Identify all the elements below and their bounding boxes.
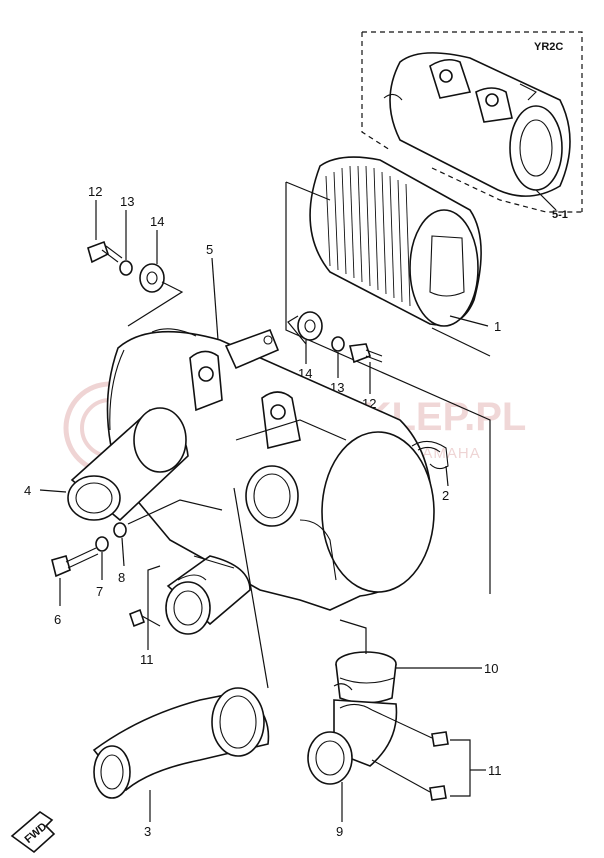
callout-7: 7 — [96, 584, 103, 599]
washer-13-left — [119, 260, 133, 276]
intake-joint-upper — [165, 555, 251, 635]
variant-label: YR2C — [534, 41, 563, 53]
washer-8 — [113, 522, 127, 538]
bolt-6 — [51, 547, 99, 578]
bolt-12-left — [87, 240, 123, 264]
callout-14-left: 14 — [150, 214, 164, 229]
callout-12-left: 12 — [88, 184, 102, 199]
bolt-12-right — [349, 343, 383, 364]
grommet-14-left — [139, 263, 165, 293]
callout-13-left: 13 — [120, 194, 134, 209]
callout-11-left: 11 — [140, 652, 154, 667]
screw-11-right-lower — [371, 759, 447, 801]
air-cleaner-case — [106, 328, 435, 611]
callout-1: 1 — [494, 319, 501, 334]
intake-joint-9 — [307, 683, 398, 785]
callout-3: 3 — [144, 824, 151, 839]
screw-11-left — [129, 608, 161, 628]
air-cleaner-case-variant — [383, 52, 571, 197]
washer-13-right — [331, 336, 345, 352]
grommet-14-right — [297, 311, 323, 341]
callout-4: 4 — [24, 483, 31, 498]
fwd-arrow-icon: FWD — [10, 810, 56, 854]
callout-5-1: 5-1 — [552, 209, 568, 221]
callout-8: 8 — [118, 570, 125, 585]
washer-7 — [95, 536, 109, 552]
intake-joint-10 — [335, 651, 397, 704]
callout-5: 5 — [206, 242, 213, 257]
clip — [411, 440, 449, 470]
callout-6: 6 — [54, 612, 61, 627]
air-filter-element — [309, 156, 482, 327]
callout-10: 10 — [484, 661, 498, 676]
intake-hose — [92, 687, 270, 799]
callout-2: 2 — [442, 488, 449, 503]
callout-11-right: 11 — [488, 763, 502, 778]
variant-box: YR2C — [361, 31, 583, 213]
screw-11-right-upper — [371, 709, 449, 747]
callout-9: 9 — [336, 824, 343, 839]
intake-duct — [67, 407, 189, 522]
